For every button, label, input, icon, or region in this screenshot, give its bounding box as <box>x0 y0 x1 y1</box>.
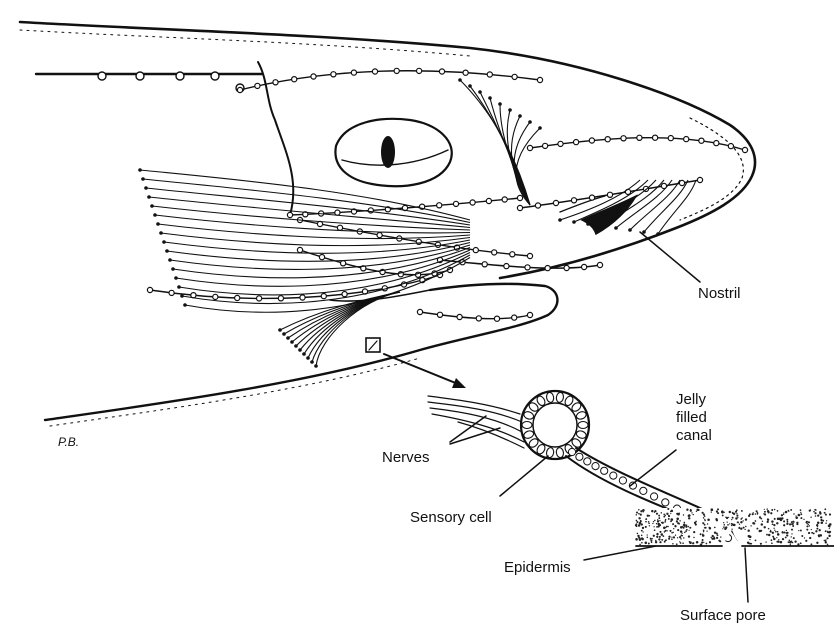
epidermis <box>635 508 834 546</box>
label-nerves: Nerves <box>382 449 430 466</box>
label-jelly-line3: canal <box>676 427 712 444</box>
label-nostril: Nostril <box>698 285 741 302</box>
magnify-arrow <box>384 354 466 388</box>
eye <box>335 119 451 186</box>
snout-stipple <box>680 118 743 220</box>
label-surface-pore: Surface pore <box>680 607 766 624</box>
label-sensory-cell: Sensory cell <box>410 509 492 526</box>
head-ventral-outline <box>45 284 557 420</box>
artist-signature: P.B. <box>58 435 79 449</box>
label-jelly-line2: filled <box>676 409 707 426</box>
pupil <box>381 136 395 168</box>
nerve-bundle <box>428 396 524 448</box>
label-epidermis: Epidermis <box>504 559 571 576</box>
ampullae-canal-rows <box>147 68 747 321</box>
label-jelly-line1: Jelly <box>676 391 707 408</box>
